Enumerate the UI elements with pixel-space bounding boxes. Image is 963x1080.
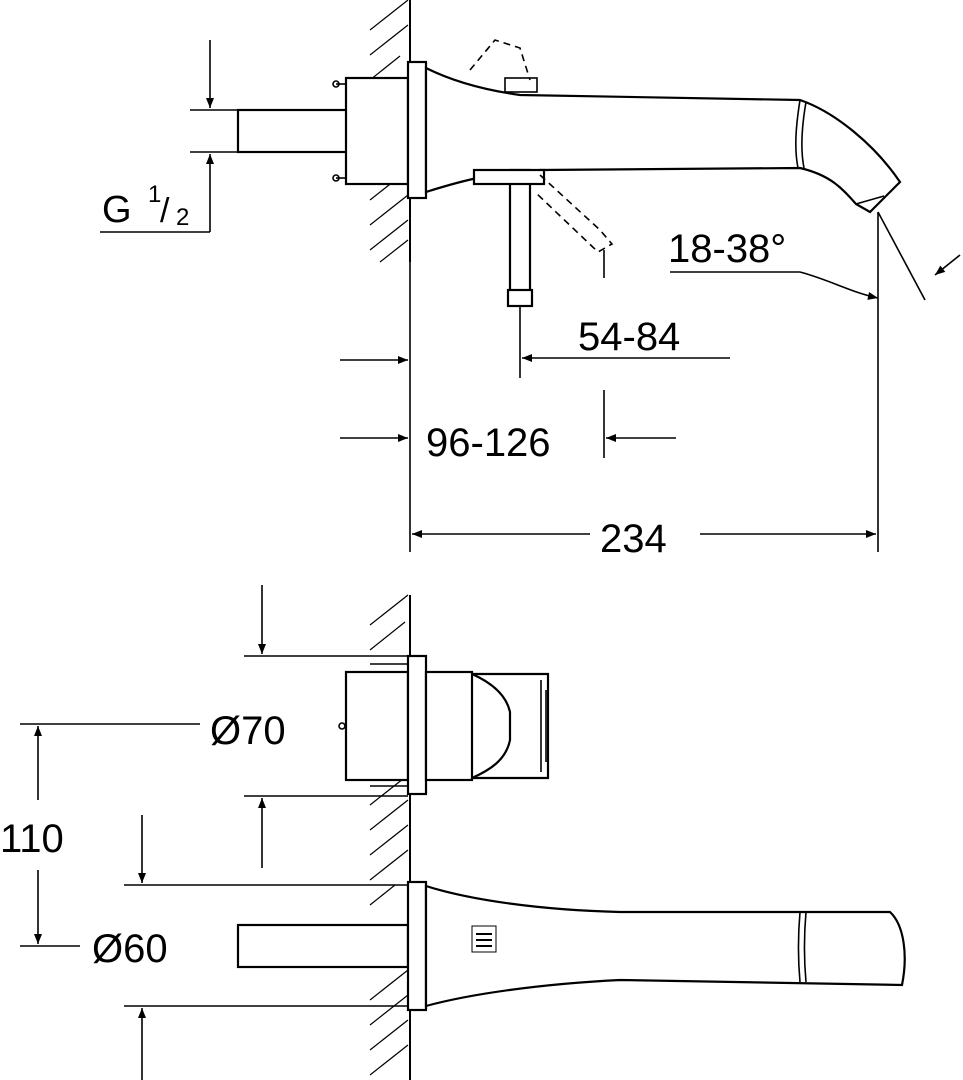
spout-length-label: 234 bbox=[600, 517, 667, 561]
brand-logo-icon bbox=[471, 925, 497, 953]
thread-fraction-denominator: 2 bbox=[176, 204, 189, 231]
concealed-body-front bbox=[344, 670, 410, 782]
rosette-handle-label: Ø70 bbox=[210, 709, 286, 753]
handle-lever-front bbox=[471, 672, 550, 780]
spout-body-front bbox=[424, 884, 906, 1008]
handle-rosette-plate bbox=[406, 654, 428, 796]
spout-pipe-front bbox=[236, 923, 410, 969]
thread-label: G bbox=[102, 189, 132, 231]
lever-range-label: 54-84 bbox=[578, 315, 680, 359]
lever-ghost bbox=[469, 39, 614, 253]
top-view: Ø70 110 Ø60 bbox=[0, 585, 906, 1080]
thread-fraction-numerator: 1 bbox=[148, 181, 161, 208]
vertical-spacing-label: 110 bbox=[0, 817, 64, 861]
lever-handle bbox=[508, 168, 532, 307]
spout-body bbox=[424, 66, 902, 214]
lever-collar bbox=[472, 168, 546, 186]
concealed-body bbox=[344, 76, 410, 186]
angle-label: 18-38° bbox=[668, 227, 786, 271]
side-view: G 1 / 2 18-38° 54-84 96-126 234 bbox=[100, 0, 961, 561]
wall-range-label: 96-126 bbox=[426, 421, 551, 465]
thread-fraction-slash: / bbox=[160, 192, 170, 230]
rosette-plate bbox=[406, 60, 428, 200]
rosette-spout-label: Ø60 bbox=[92, 927, 168, 971]
spout-rosette-plate bbox=[406, 880, 428, 1012]
wall-hatching-bottom bbox=[369, 594, 409, 1076]
